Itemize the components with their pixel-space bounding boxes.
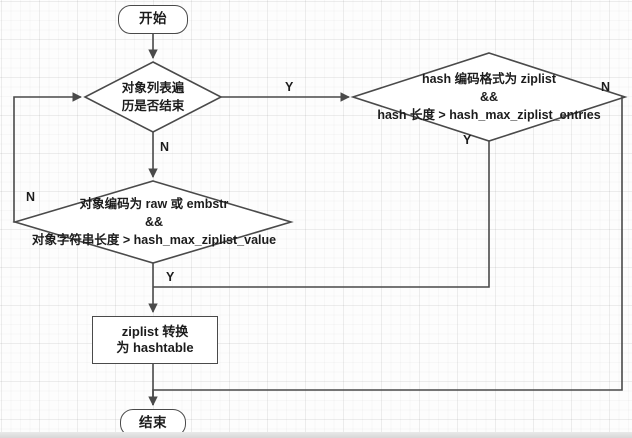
node-end-label: 结束 [139,414,167,430]
node-process-convert-label: ziplist 转换 为 hashtable [116,323,194,355]
bottom-edge-strip [0,432,632,438]
edge-label-object-encoding-yes: Y [166,270,175,284]
decision-object-encoding-shape [12,180,294,264]
decision-hash-encoding-shape [350,52,628,142]
edge-hash-check-yes-to-convert [153,141,490,288]
decision-list-done-shape [83,61,223,133]
edge-hash-check-no-to-end [148,96,625,406]
edge-label-list-done-yes: Y [285,80,294,94]
node-process-convert[interactable]: ziplist 转换 为 hashtable [92,316,218,364]
node-end[interactable]: 结束 [120,409,186,437]
node-start-label: 开始 [139,11,167,27]
edge-label-hash-encoding-no: N [601,80,611,94]
edge-label-list-done-no: N [160,140,170,154]
edge-object-check-no-loop [13,92,82,223]
node-start[interactable]: 开始 [118,5,188,34]
edge-label-object-encoding-no: N [26,190,36,204]
edge-label-hash-encoding-yes: Y [463,133,472,147]
